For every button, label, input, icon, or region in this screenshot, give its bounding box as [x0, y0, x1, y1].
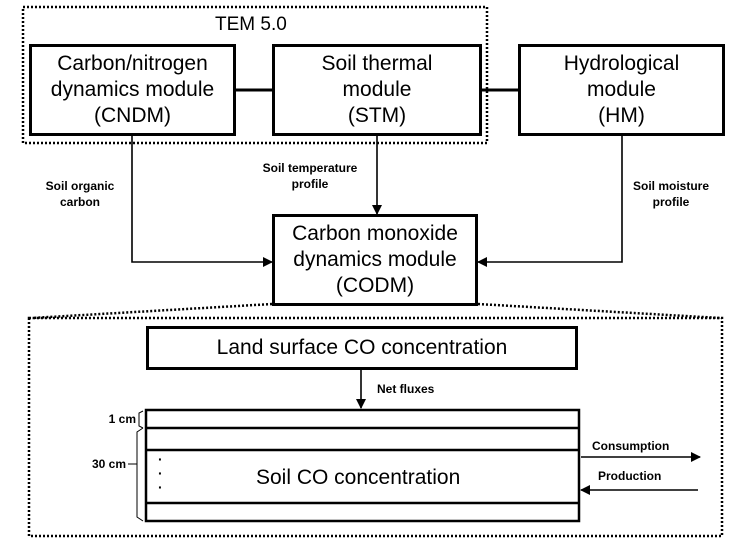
hm-to-codm-arrow — [477, 136, 623, 267]
depth-bracket-30cm — [136, 427, 144, 522]
soil-moisture-line-1: Soil moisture — [632, 179, 709, 193]
codm-line-2: dynamics module — [293, 248, 457, 271]
net-fluxes-label: Net fluxes — [377, 382, 435, 396]
codm-line-3: (CODM) — [335, 274, 415, 297]
cndm-to-codm-arrow — [131, 136, 273, 267]
soil-temperature-line-2: profile — [291, 177, 329, 191]
hm-box: Hydrological module (HM) — [518, 44, 725, 136]
land-surface-co-box: Land surface CO concentration — [146, 326, 578, 370]
cndm-box: Carbon/nitrogen dynamics module (CNDM) — [29, 44, 236, 136]
hm-line-1: Hydrological — [563, 52, 680, 75]
tem-frame — [21, 5, 489, 145]
dot-1: · — [158, 451, 163, 467]
stm-line-1: Soil thermal — [321, 52, 433, 75]
soil-moisture-label: Soil moisture profile — [622, 178, 720, 210]
cndm-line-3: (CNDM) — [94, 104, 171, 127]
soil-organic-carbon-line-1: Soil organic — [45, 179, 115, 193]
hm-line-2: module — [587, 78, 656, 101]
expand-right-line — [477, 302, 721, 320]
depth-30cm-label: 30 cm — [91, 457, 126, 471]
production-label: Production — [598, 469, 662, 483]
dot-3: · — [158, 479, 163, 495]
soil-organic-carbon-line-2: carbon — [59, 195, 100, 209]
depth-bracket-1cm — [138, 410, 144, 429]
stm-box: Soil thermal module (STM) — [272, 44, 482, 136]
stm-line-2: module — [342, 78, 412, 101]
soil-co-concentration-label: Soil CO concentration — [256, 466, 461, 489]
soil-temperature-line-1: Soil temperature — [262, 161, 358, 175]
soil-temperature-label: Soil temperature profile — [246, 160, 374, 192]
cndm-line-1: Carbon/nitrogen — [57, 52, 208, 75]
tem-title: TEM 5.0 — [215, 14, 287, 35]
land-surface-co-label: Land surface CO concentration — [216, 336, 508, 359]
stm-line-3: (STM) — [347, 104, 407, 127]
cndm-line-2: dynamics module — [50, 78, 215, 101]
layer-continuation-dots: · · · — [158, 452, 163, 494]
soil-organic-carbon-label: Soil organic carbon — [34, 178, 126, 210]
codm-line-1: Carbon monoxide — [292, 222, 458, 245]
dot-2: · — [158, 465, 163, 481]
codm-box: Carbon monoxide dynamics module (CODM) — [272, 214, 478, 306]
expand-left-line — [31, 302, 273, 320]
soil-moisture-line-2: profile — [652, 195, 690, 209]
depth-1cm-label: 1 cm — [108, 412, 136, 426]
consumption-label: Consumption — [592, 439, 670, 453]
hm-line-3: (HM) — [598, 104, 645, 127]
detail-frame — [27, 316, 724, 538]
